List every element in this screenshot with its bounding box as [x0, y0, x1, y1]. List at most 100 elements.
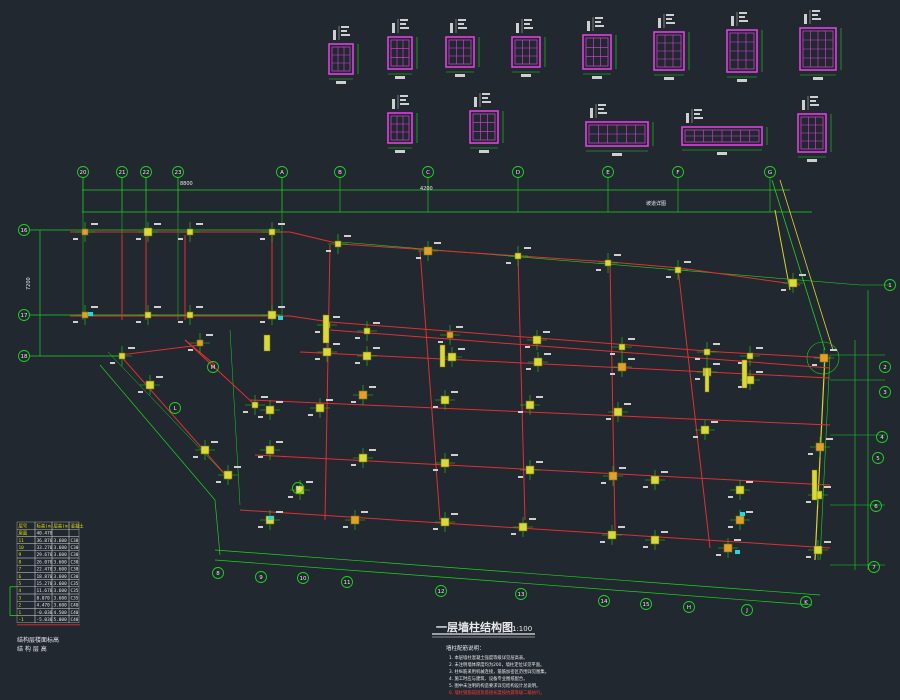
axis-bubble-right-5: 5: [872, 452, 884, 464]
column-23: [610, 337, 635, 357]
level-cell-6-0: 7: [19, 567, 22, 573]
column-section-4: [511, 19, 546, 77]
column-34: [258, 400, 283, 420]
level-cell-11-3: C40: [71, 603, 79, 609]
axis-bubble-top-G: G: [764, 166, 776, 178]
column-section-9: [387, 95, 418, 153]
ramp-line-1: [771, 179, 826, 351]
level-cell-3-3: C30: [71, 545, 79, 551]
level-cell-0-3: 混凝土: [71, 522, 85, 529]
level-cell-0-2: 层高(m): [54, 522, 71, 529]
svg-text:3: 3: [883, 390, 887, 396]
wing-outline: [99, 364, 221, 556]
design-notes: 墙柱配筋说明： 1. 本层墙柱混凝土强度等级详见层高表。 2. 未注明墙体厚度均…: [446, 644, 549, 696]
level-cell-10-0: 3: [19, 595, 22, 601]
axis-bubble-mid-M: M: [207, 361, 219, 373]
svg-text:H: H: [687, 605, 691, 611]
level-cell-6-2: 3.600: [54, 567, 68, 573]
level-cell-10-2: 3.600: [54, 595, 68, 601]
svg-text:A: A: [280, 170, 284, 176]
axis-bubble-top-F: F: [672, 166, 684, 178]
axis-bubble-top-22: 22: [140, 166, 152, 178]
beam-22: [517, 255, 526, 521]
svg-text:4: 4: [880, 435, 884, 441]
drawing-scale: 1:100: [512, 625, 532, 633]
level-cell-5-2: 3.600: [54, 559, 68, 565]
column-section-3: [445, 19, 480, 77]
beam-1: [289, 231, 341, 245]
dim-top-mid: 4200: [420, 186, 433, 192]
column-46: [601, 466, 626, 486]
dim-line-bottom-1: [214, 549, 821, 596]
cyan-marker-1: [278, 316, 283, 320]
level-cell-2-2: 3.600: [54, 538, 68, 544]
svg-text:18: 18: [21, 354, 28, 360]
level-cell-3-1: 33.270: [37, 545, 53, 551]
axis-bubble-bottom-11: 11: [341, 576, 353, 588]
column-13: [178, 305, 203, 325]
svg-text:6: 6: [874, 504, 878, 510]
ramp-vertical: [814, 354, 826, 561]
level-cell-1-0: 屋面: [19, 531, 28, 537]
axis-bubble-bottom-H: H: [683, 601, 695, 613]
beam-9: [329, 321, 721, 353]
beam-6: [679, 267, 801, 286]
level-cell-13-3: C40: [71, 617, 79, 623]
notes-line-4: 4. 施工时应与建筑、设备专业图纸配合。: [449, 675, 528, 682]
level-cell-2-1: 36.870: [37, 538, 53, 544]
level-cell-3-2: 3.600: [54, 545, 68, 551]
axis-bubble-top-D: D: [512, 166, 524, 178]
level-cell-4-0: 9: [19, 552, 22, 558]
notes-red-line: 6. 墙柱钢筋锚固及搭接长度按抗震等级二级执行。: [449, 689, 545, 696]
level-cell-6-3: C30: [71, 567, 79, 573]
svg-text:L: L: [173, 406, 177, 412]
column-section-details: [328, 10, 842, 162]
axis-bubble-top-B: B: [334, 166, 346, 178]
level-cell-5-3: C30: [71, 559, 79, 565]
svg-text:21: 21: [119, 170, 126, 176]
level-table-caption-1: 结构层楼面标高: [17, 636, 59, 644]
notes-line-3: 3. 柱纵筋采用机械连接，箍筋加密区范围详见图集。: [449, 668, 549, 675]
column-31: [610, 357, 635, 377]
beam-28: [119, 344, 201, 356]
level-cell-13-1: -5.030: [37, 617, 53, 623]
column-30: [526, 352, 551, 372]
drawing-title-block: 一层墙柱结构图 1:100: [432, 620, 535, 638]
notes-line-2: 2. 未注明墙体厚度均为200，墙柱定位详见平面。: [449, 661, 544, 668]
column-7: [506, 246, 531, 266]
beam-12: [299, 351, 831, 379]
column-61: [716, 538, 741, 558]
axis-bubble-left-17: 17: [18, 309, 30, 321]
column-section-8: [799, 10, 842, 80]
beam-15: [239, 509, 831, 549]
level-cell-2-3: C30: [71, 538, 79, 544]
column-10: [781, 273, 806, 293]
wall-column-5: [263, 334, 271, 352]
svg-text:14: 14: [601, 599, 608, 605]
beam-lines: [70, 231, 831, 549]
cyan-marker-3: [735, 550, 740, 554]
column-section-13: [797, 96, 832, 162]
column-36: [351, 385, 376, 405]
column-12: [136, 305, 161, 325]
axis-bubble-right-6: 6: [870, 500, 882, 512]
column-44: [433, 453, 458, 473]
column-section-2: [387, 19, 418, 79]
axis-bubble-bottom-13: 13: [515, 588, 527, 600]
axis-bubble-bottom-15: 15: [640, 598, 652, 610]
column-1: [73, 222, 98, 242]
level-cell-7-0: 6: [19, 574, 22, 580]
column-28: [355, 346, 380, 366]
axis-bubble-top-E: E: [602, 166, 614, 178]
column-52: [433, 512, 458, 532]
column-27: [315, 342, 340, 362]
level-cell-8-0: 5: [19, 581, 22, 587]
svg-text:20: 20: [80, 170, 87, 176]
svg-text:B: B: [338, 170, 342, 176]
level-cell-4-1: 29.670: [37, 552, 53, 558]
axis-bubble-right-1: 1: [884, 279, 896, 291]
column-25: [738, 346, 763, 366]
beam-24: [677, 267, 711, 549]
column-55: [643, 530, 668, 550]
beam-10: [719, 351, 831, 359]
